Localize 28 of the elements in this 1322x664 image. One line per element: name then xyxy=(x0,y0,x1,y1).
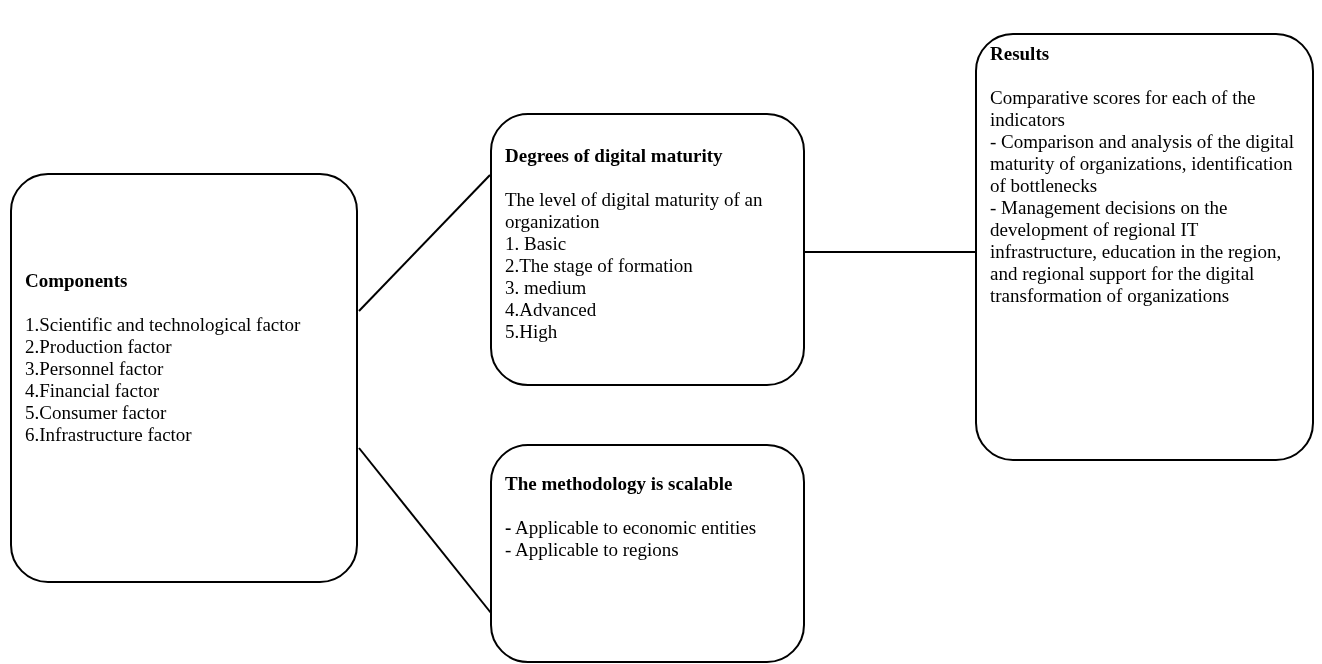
box-text: - Management decisions on the development of regional IT infrastructure, education in the region, and regional support for the digital transformation of organizations xyxy=(990,197,1283,307)
box-text: 1. Basic xyxy=(505,233,568,255)
box-text: 4.Advanced xyxy=(505,299,598,321)
connector-line xyxy=(804,251,976,253)
box-text: - Applicable to economic entities xyxy=(505,517,758,539)
box-text: Comparative scores for each of the indicators xyxy=(990,87,1257,131)
box-text: 3.Personnel factor xyxy=(25,358,165,380)
box-text: 1.Scientific and technological factor xyxy=(25,314,302,336)
rounded-box xyxy=(490,113,805,386)
box-text: 2.The stage of formation xyxy=(505,255,694,277)
rounded-box xyxy=(490,444,805,663)
box-heading: The methodology is scalable xyxy=(505,473,734,495)
box-text: 4.Financial factor xyxy=(25,380,160,402)
box-text: - Applicable to regions xyxy=(505,539,680,561)
connector-line xyxy=(358,174,491,312)
box-text: 2.Production factor xyxy=(25,336,173,358)
box-text: The level of digital maturity of an organization xyxy=(505,189,764,233)
box-text: - Comparison and analysis of the digital maturity of organizations, identification of bottlenecks xyxy=(990,131,1295,197)
connector-line xyxy=(358,447,492,614)
box-heading: Components xyxy=(25,270,129,292)
box-text: 5.High xyxy=(505,321,559,343)
box-text: 6.Infrastructure factor xyxy=(25,424,193,446)
box-text: 3. medium xyxy=(505,277,588,299)
box-text: 5.Consumer factor xyxy=(25,402,168,424)
box-heading: Results xyxy=(990,43,1051,65)
rounded-box xyxy=(975,33,1314,461)
box-heading: Degrees of digital maturity xyxy=(505,145,724,167)
rounded-box xyxy=(10,173,358,583)
